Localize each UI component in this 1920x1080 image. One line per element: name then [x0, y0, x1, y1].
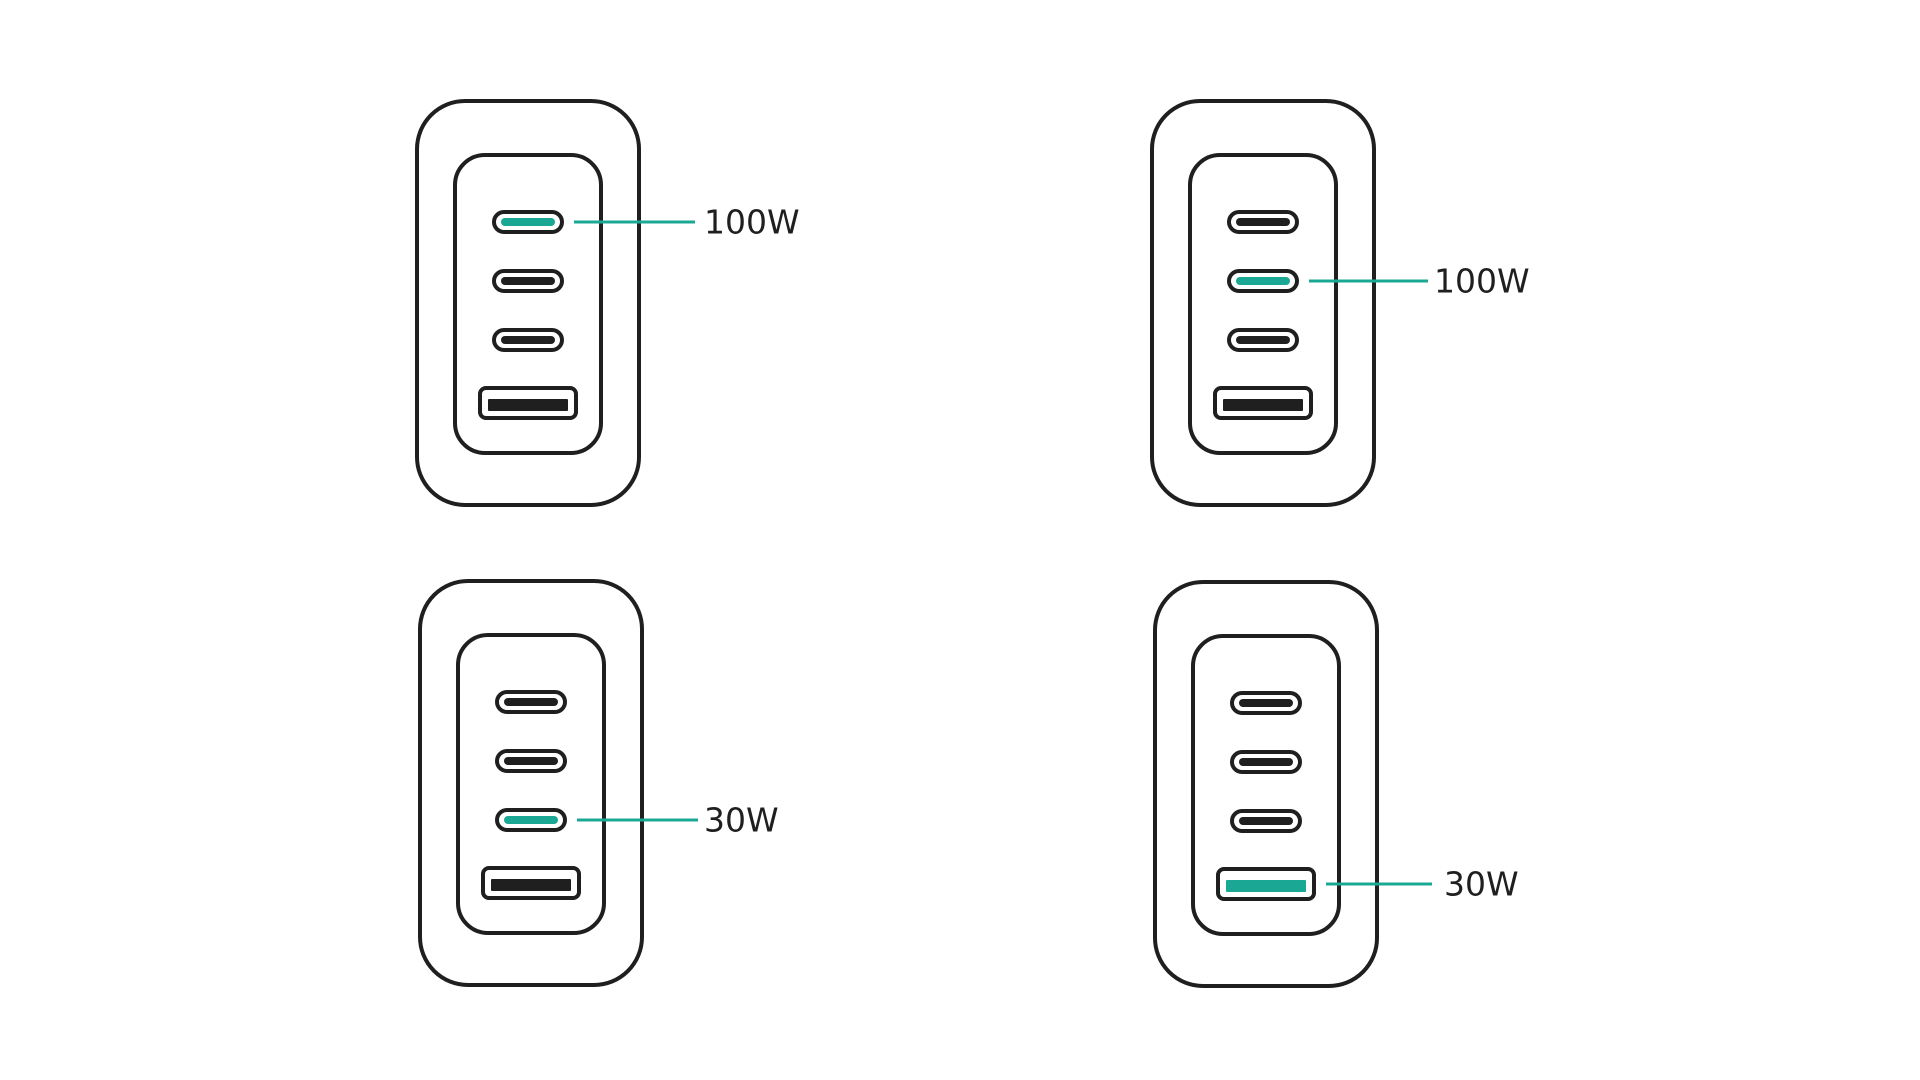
power-label: 100W — [1434, 262, 1530, 301]
power-label: 30W — [1444, 865, 1519, 904]
charger-2: 100W — [1150, 99, 1530, 507]
charger-1: 100W — [415, 99, 800, 507]
usb-c-slot — [1239, 699, 1293, 707]
usb-a-tongue — [488, 399, 568, 411]
usb-a-tongue-active — [1226, 880, 1306, 892]
port-panel — [456, 633, 606, 935]
charger-4: 30W — [1153, 580, 1519, 988]
usb-c-slot-active — [1236, 277, 1290, 285]
usb-a-tongue — [491, 879, 571, 891]
usb-c-slot-active — [501, 218, 555, 226]
port-panel — [453, 153, 603, 455]
usb-c-slot — [501, 277, 555, 285]
usb-c-slot-active — [504, 816, 558, 824]
usb-c-slot — [504, 757, 558, 765]
power-label: 100W — [704, 203, 800, 242]
charger-3: 30W — [418, 579, 779, 987]
port-panel — [1191, 634, 1341, 936]
usb-c-slot — [1239, 758, 1293, 766]
power-label: 30W — [704, 801, 779, 840]
usb-c-slot — [501, 336, 555, 344]
usb-a-tongue — [1223, 399, 1303, 411]
usb-c-slot — [1236, 218, 1290, 226]
usb-c-slot — [1239, 817, 1293, 825]
usb-c-slot — [504, 698, 558, 706]
port-panel — [1188, 153, 1338, 455]
usb-c-slot — [1236, 336, 1290, 344]
